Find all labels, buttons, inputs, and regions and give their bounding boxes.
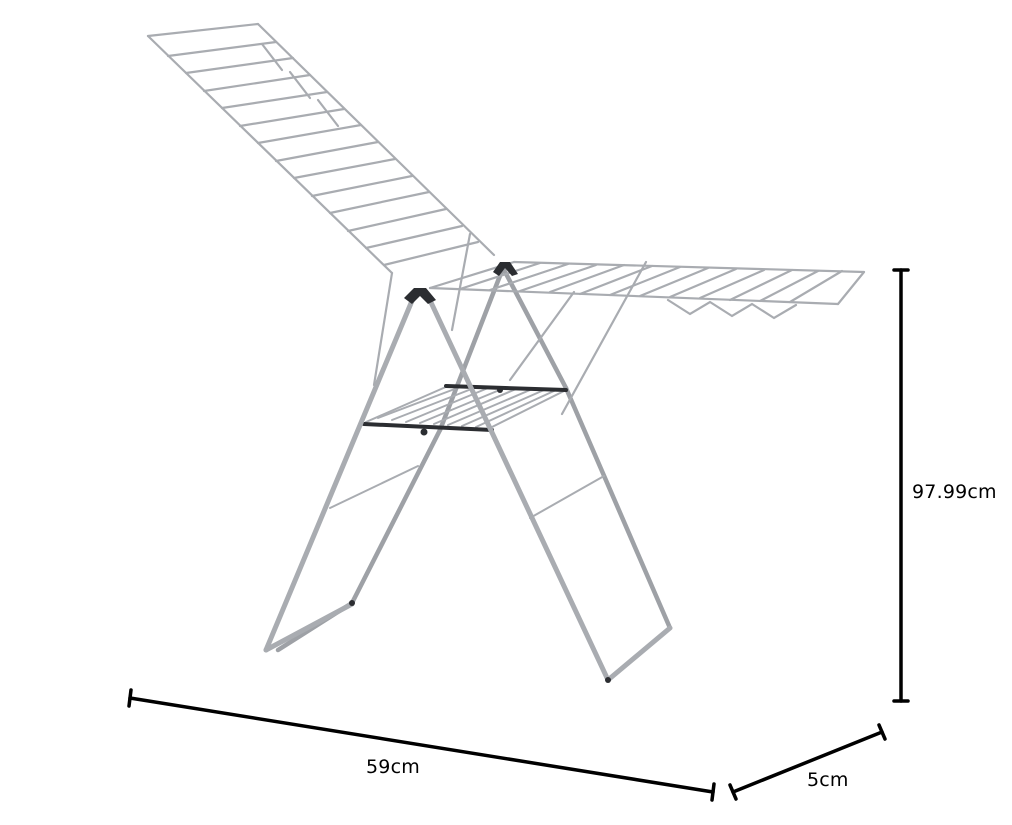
middle-shelf xyxy=(365,385,567,429)
height-label: 97.99cm xyxy=(912,481,997,503)
right-wing xyxy=(428,260,866,416)
front-leg-frame xyxy=(263,293,673,683)
depth-label: 5cm xyxy=(807,769,849,791)
width-dimension-line xyxy=(128,696,715,794)
hinge-joints xyxy=(349,262,611,683)
shelf-bars xyxy=(362,384,568,432)
leg-braces xyxy=(329,465,605,519)
dimension-lines xyxy=(127,268,910,802)
width-label: 59cm xyxy=(366,756,420,778)
left-wing xyxy=(146,22,496,387)
depth-dimension-line xyxy=(731,730,884,794)
